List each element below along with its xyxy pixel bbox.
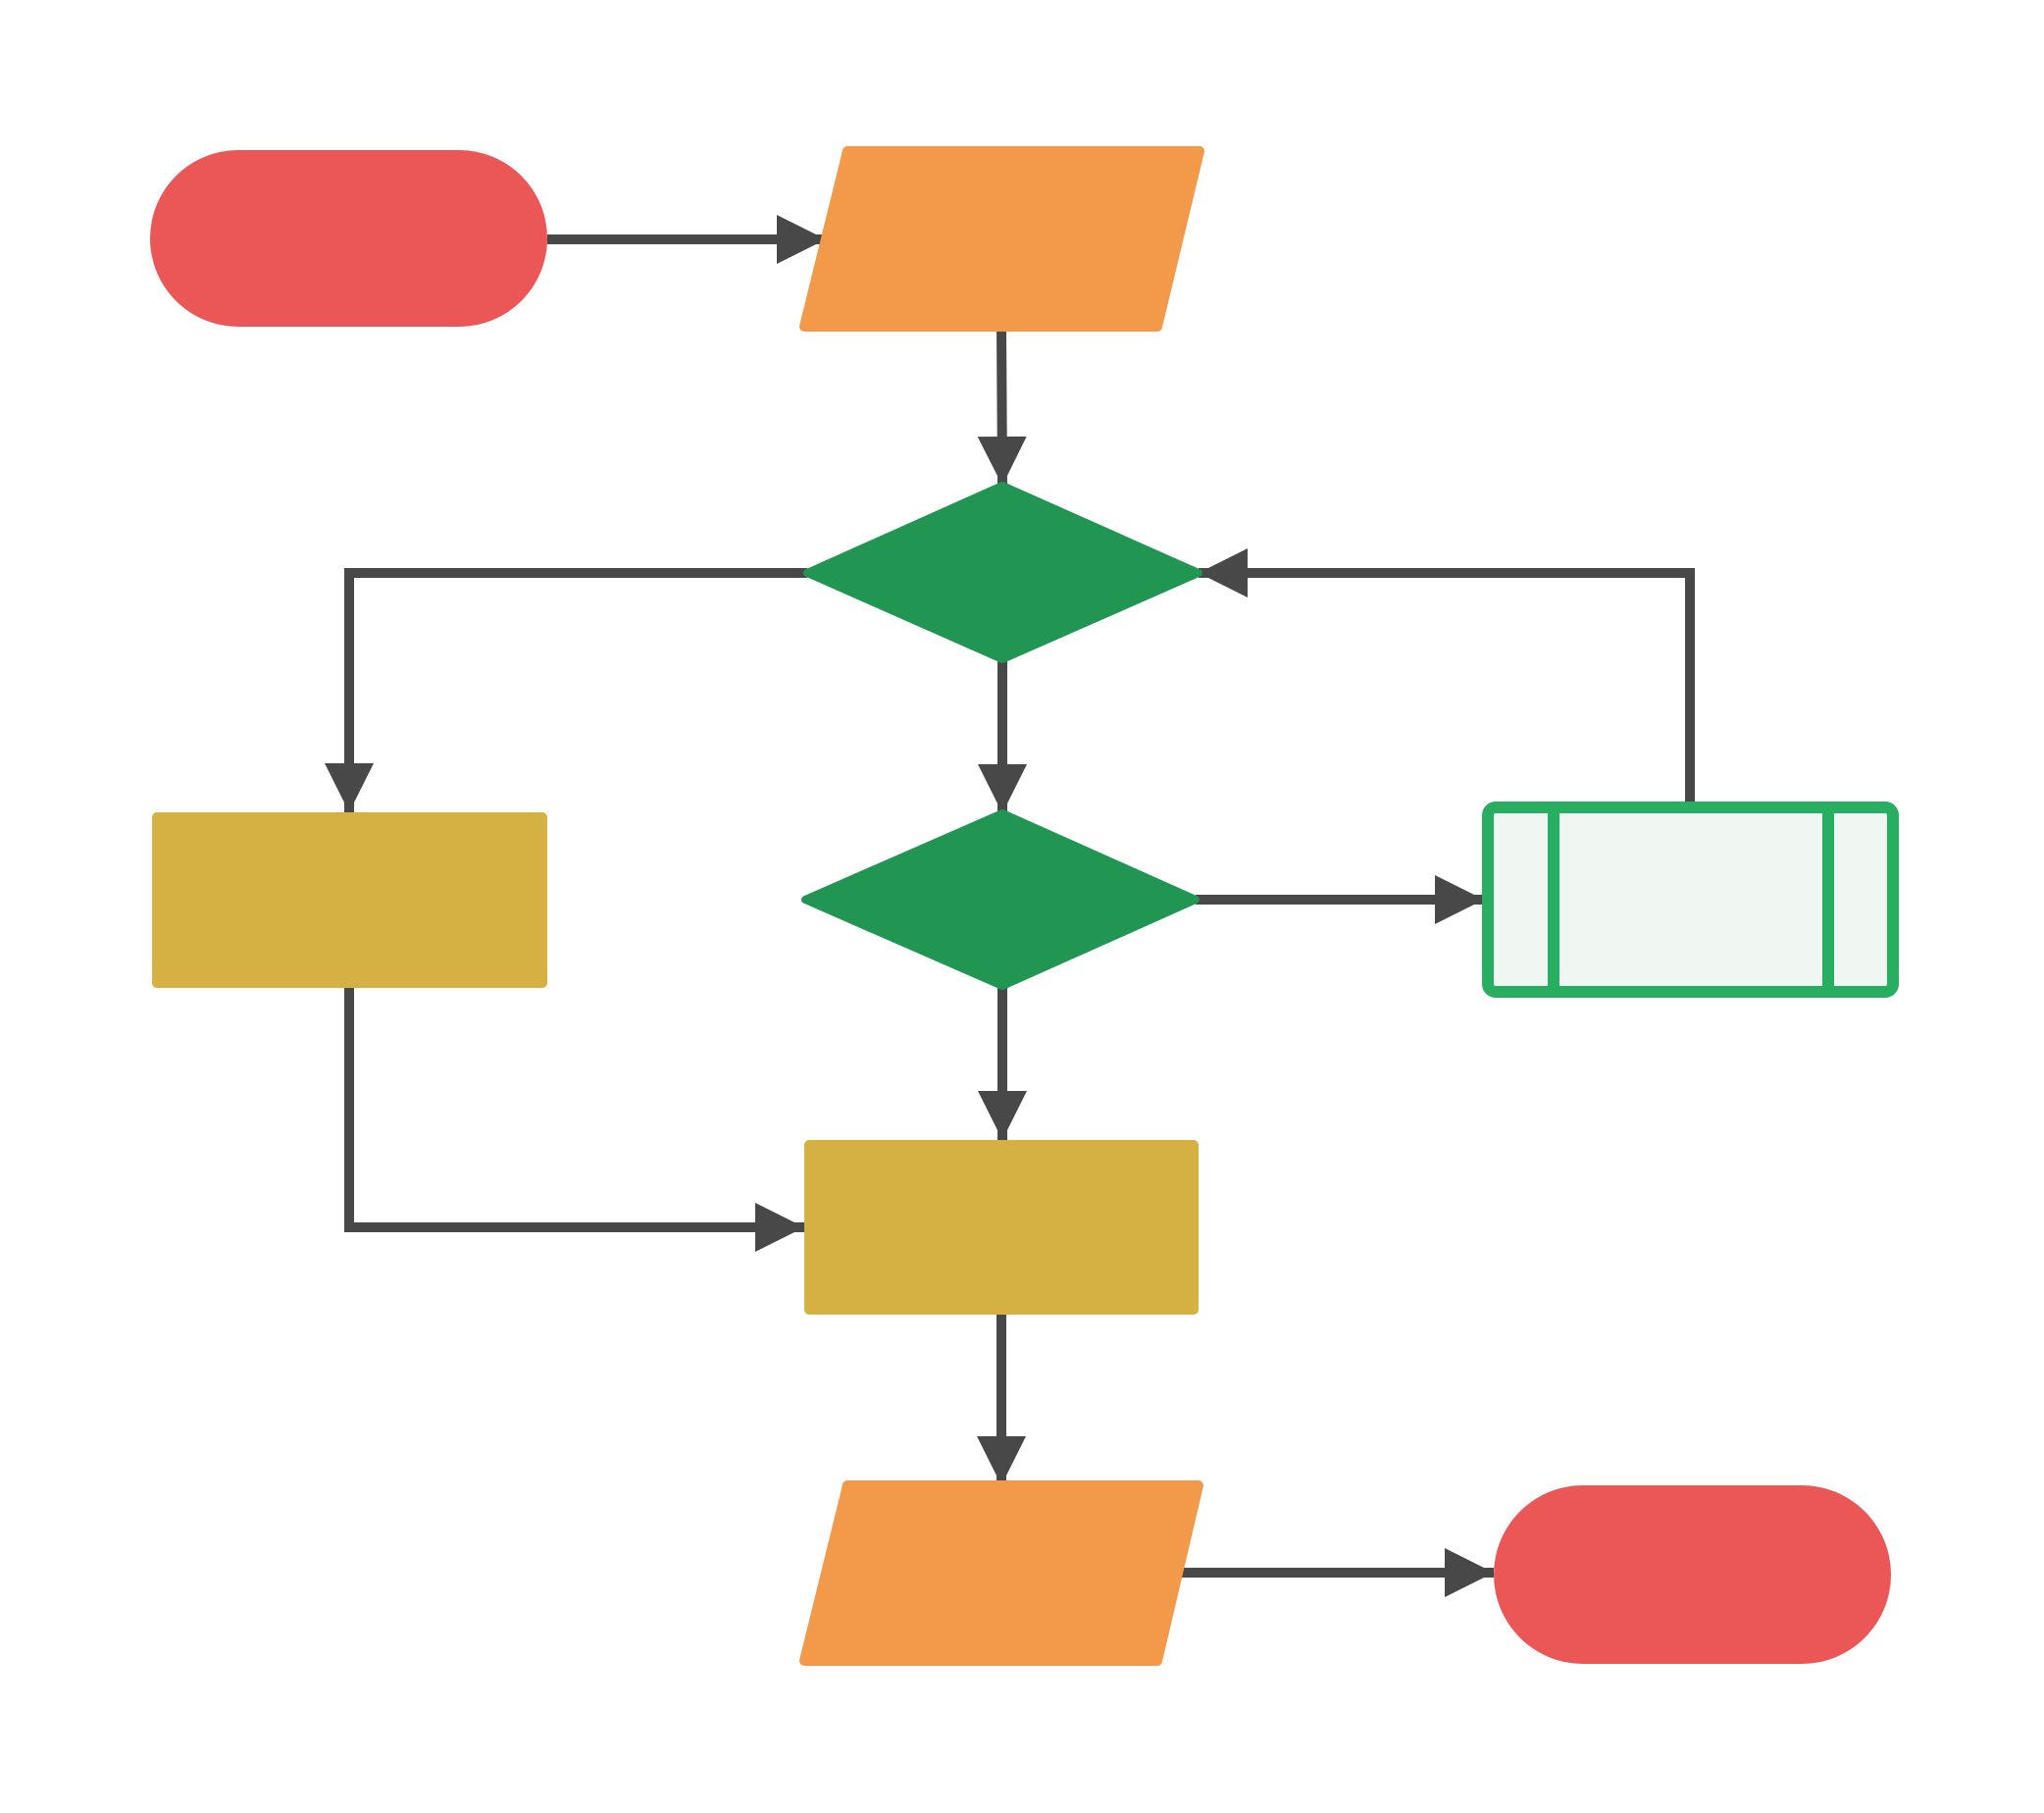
- decision-node-2: [801, 809, 1200, 990]
- predefined-process-node: [1482, 802, 1899, 998]
- process-node-1: [152, 812, 547, 988]
- input-output-node-2: [799, 1480, 1203, 1666]
- predefined-process-body: [1482, 802, 1899, 998]
- process-node-2: [804, 1140, 1199, 1315]
- edge-decision1-to-process1: [325, 568, 807, 812]
- input-output-node-1: [799, 146, 1204, 332]
- end-terminator-node: [1494, 1485, 1891, 1664]
- start-terminator-node: [150, 150, 547, 327]
- edge-io1-to-decision1: [977, 326, 1027, 487]
- decision-node-1: [803, 482, 1202, 663]
- edge-process1-to-process2: [344, 988, 804, 1252]
- edge-predefined-to-decision1-loopback: [1199, 548, 1695, 804]
